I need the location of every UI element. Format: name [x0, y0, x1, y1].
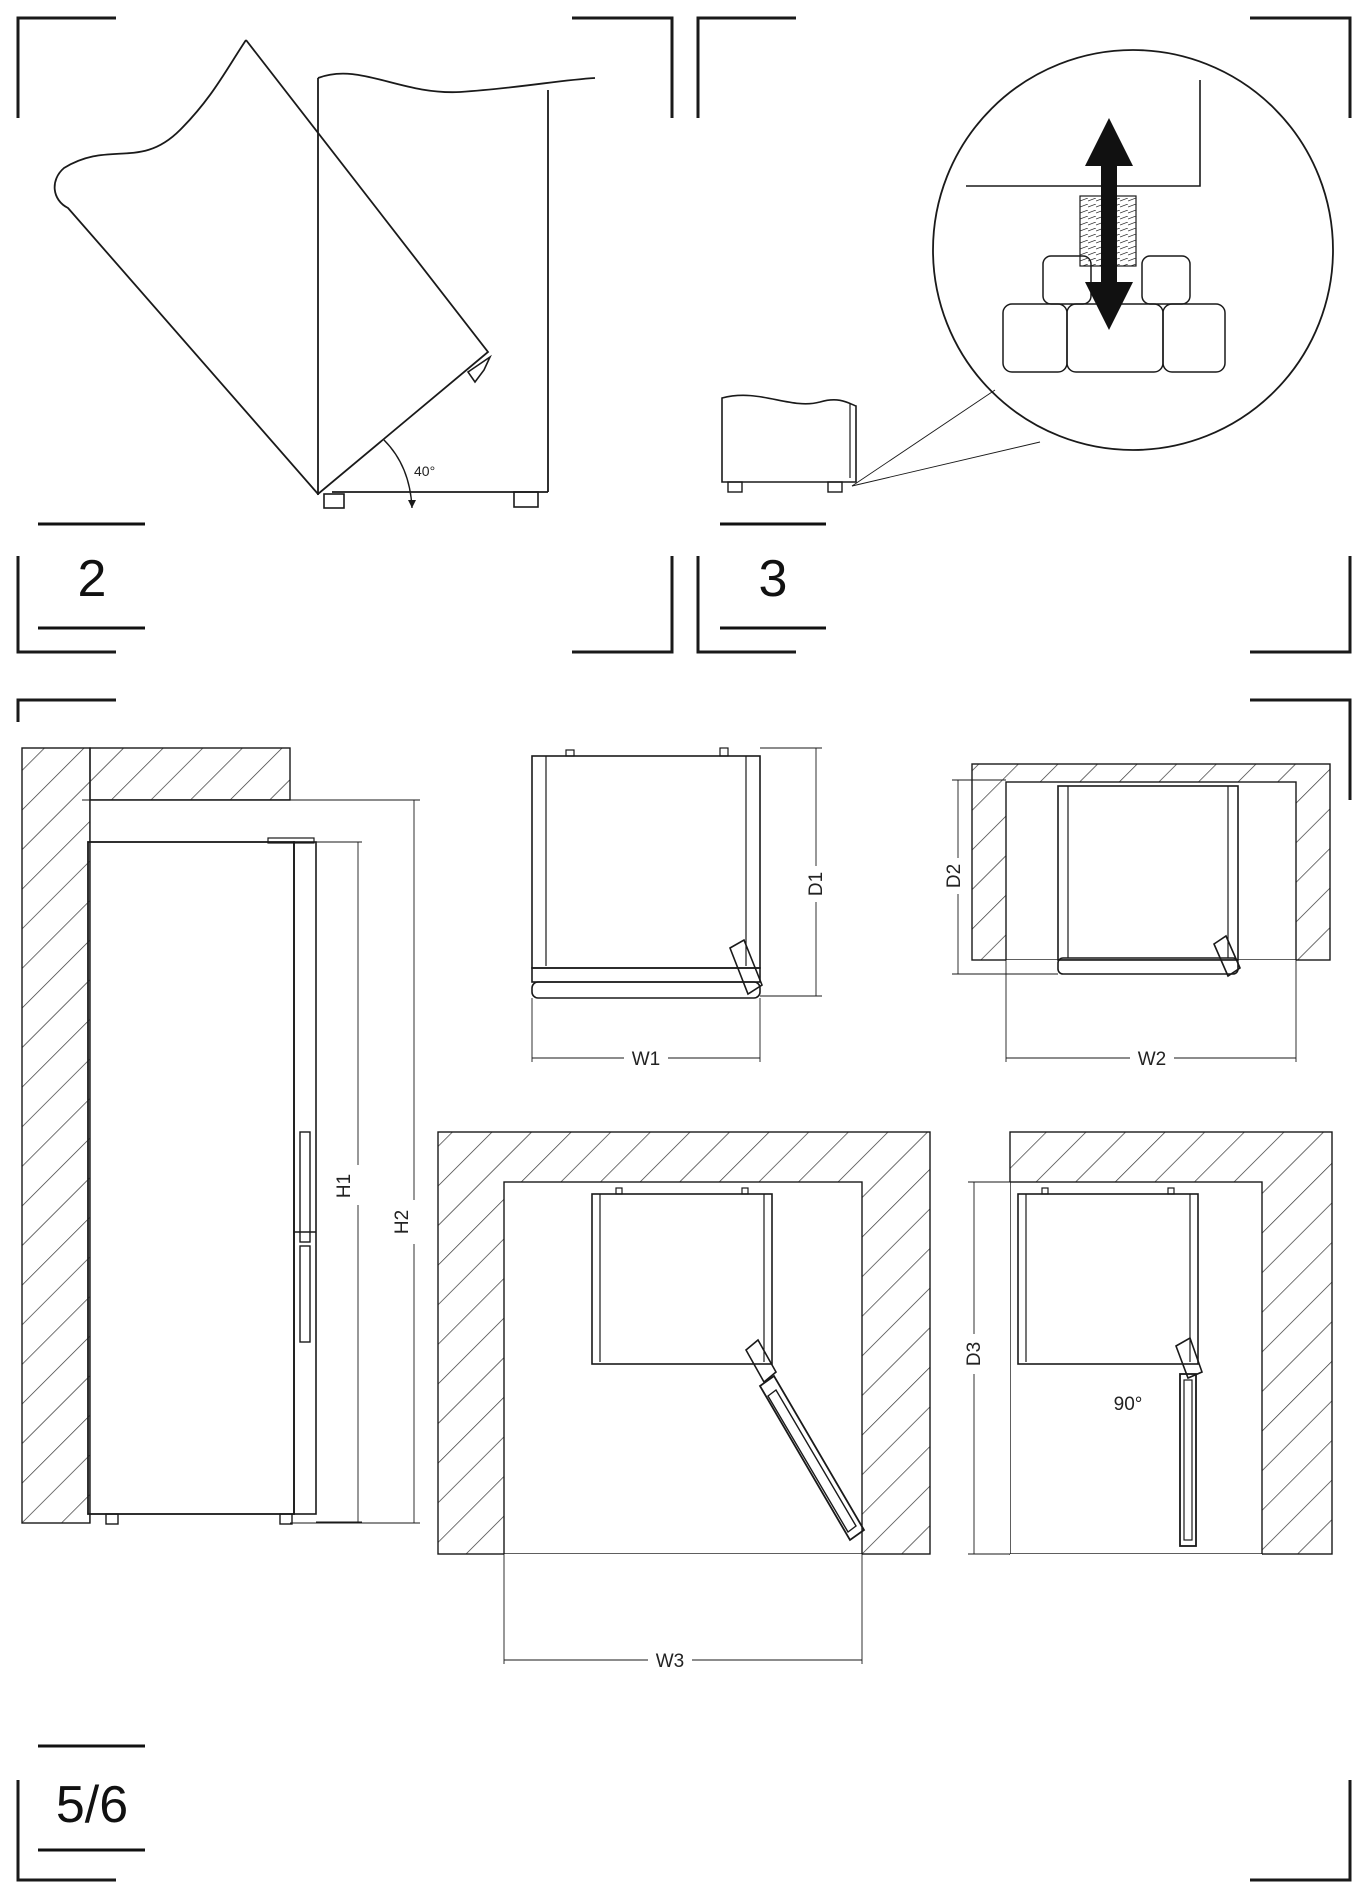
tilted-fridge-outline — [53, 39, 490, 496]
double-arrow-icon — [1085, 118, 1133, 330]
panel-number-box: 2 — [38, 522, 145, 630]
side-view-height: H1 H2 — [21, 747, 420, 1525]
panel-number: 2 — [78, 550, 107, 608]
foot-detail-magnifier — [932, 49, 1334, 451]
upright-fridge-outline — [317, 72, 596, 93]
door-swing-view-w3: W3 — [437, 1131, 931, 1672]
panel-number-box: 3 — [720, 522, 826, 630]
dimension-label-h1: H1 — [334, 1174, 355, 1198]
door-angle-label: 90° — [1114, 1394, 1143, 1415]
panel-number: 5/6 — [56, 1776, 128, 1834]
fridge-base-outline — [721, 394, 857, 483]
dimension-label-w2: W2 — [1138, 1049, 1167, 1070]
panel-corner-marks — [16, 698, 1352, 1882]
open-door — [744, 1338, 866, 1542]
dimension-label-d1: D1 — [806, 872, 827, 896]
fridge-top-outline — [1057, 785, 1239, 961]
panel-corner-marks — [16, 16, 674, 654]
tilt-angle-label: 40° — [414, 463, 435, 479]
panel-number-box: 5/6 — [38, 1744, 145, 1852]
fridge-top-outline — [531, 755, 761, 969]
door-swing-view-d3: 90° D3 — [962, 1131, 1333, 1558]
dimension-label-w1: W1 — [632, 1049, 661, 1070]
dimension-label-w3: W3 — [656, 1651, 685, 1672]
panel-tilt: 2 40° — [16, 16, 674, 654]
fridge-top-outline — [1017, 1193, 1199, 1365]
dimension-label-h2: H2 — [392, 1210, 413, 1234]
panel-corner-marks — [696, 16, 1352, 654]
panel-leveling: 3 — [696, 16, 1352, 654]
dimension-label-d3: D3 — [964, 1342, 985, 1366]
panel-dimensions: 5/6 H1 H2 — [16, 698, 1352, 1882]
panel-number: 3 — [759, 550, 788, 608]
open-door-90 — [1175, 1336, 1204, 1547]
tilt-angle-arc — [383, 439, 413, 509]
niche-view-d2-w2: D2 W2 — [944, 763, 1331, 1070]
top-view-d1-w1: D1 W1 — [531, 747, 828, 1070]
dimension-label-d2: D2 — [944, 864, 965, 888]
fridge-top-outline — [591, 1193, 773, 1365]
